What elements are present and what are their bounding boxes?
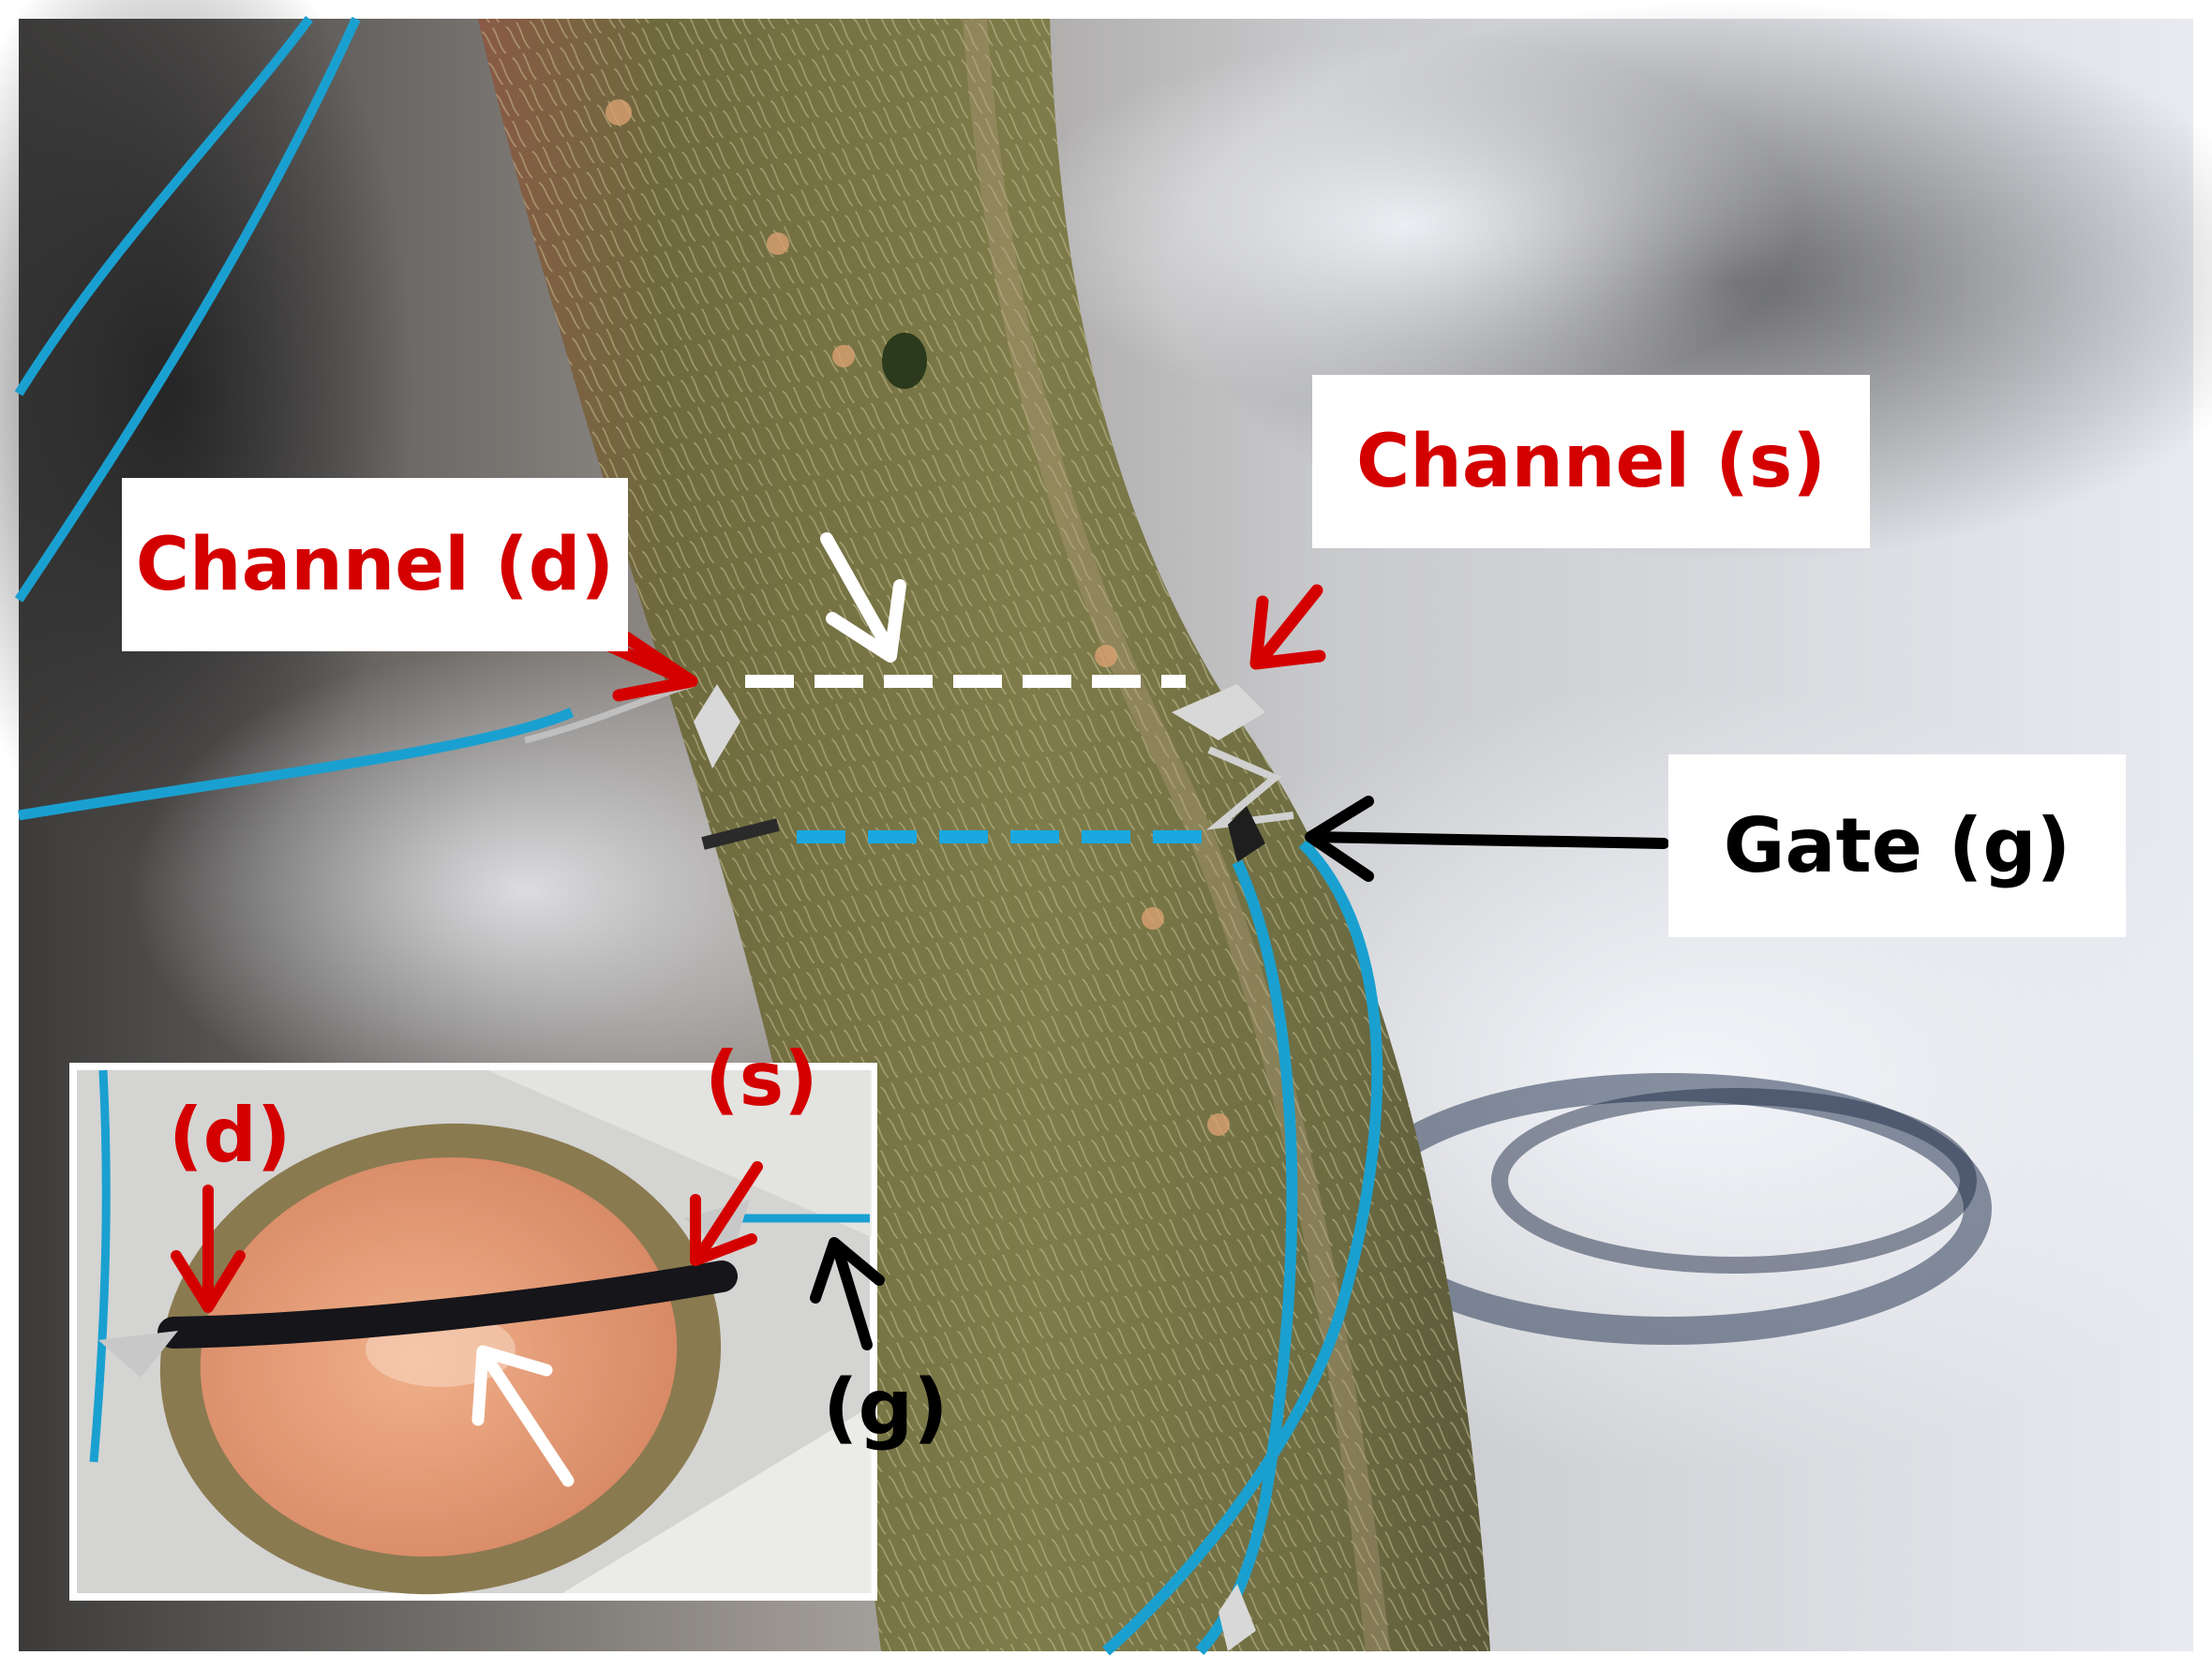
bark-lenticel (832, 345, 855, 367)
dark-background-region (0, 0, 412, 881)
electrode-wire-s (1205, 746, 1294, 830)
inset-d-label: (d) (169, 1092, 291, 1179)
channel-s-label: Channel (s) (1312, 375, 1870, 548)
blue-wire (1102, 839, 1383, 1656)
electrode-clip (694, 684, 740, 768)
white-arrow-icon (820, 532, 906, 663)
bark-lenticel (767, 232, 789, 255)
bark-lenticel (1207, 1113, 1230, 1136)
blue-wire (18, 707, 575, 821)
blue-wire (14, 16, 361, 603)
cross-section-inset (69, 1063, 877, 1601)
bark-ridge (963, 18, 1390, 1653)
bark-hole (882, 333, 927, 389)
bark-lenticel (1095, 645, 1117, 667)
black-arrow-icon (810, 1237, 885, 1350)
blue-wire (14, 15, 313, 396)
channel-d-label: Channel (d) (122, 478, 628, 651)
red-arrow-icon (1249, 584, 1326, 670)
red-arrow-icon (690, 1161, 763, 1266)
gate-g-label: Gate (g) (1668, 754, 2126, 937)
electrode-clip (1218, 1584, 1256, 1651)
inset-g-label: (g) (823, 1364, 949, 1453)
white-arrow-icon (471, 1345, 575, 1487)
bark-lenticel (1142, 907, 1164, 930)
black-arrow-icon (1305, 796, 1669, 882)
electrode-clip (1172, 684, 1265, 740)
electrode-wire-left (701, 818, 780, 850)
electrode-gate (1228, 806, 1265, 862)
white-background-region (1012, 37, 1800, 412)
bark-lenticel (605, 99, 632, 126)
red-arrow-icon (171, 1185, 246, 1313)
inset-s-label: (s) (705, 1036, 818, 1123)
blurred-cable-loop (1491, 1088, 1977, 1274)
